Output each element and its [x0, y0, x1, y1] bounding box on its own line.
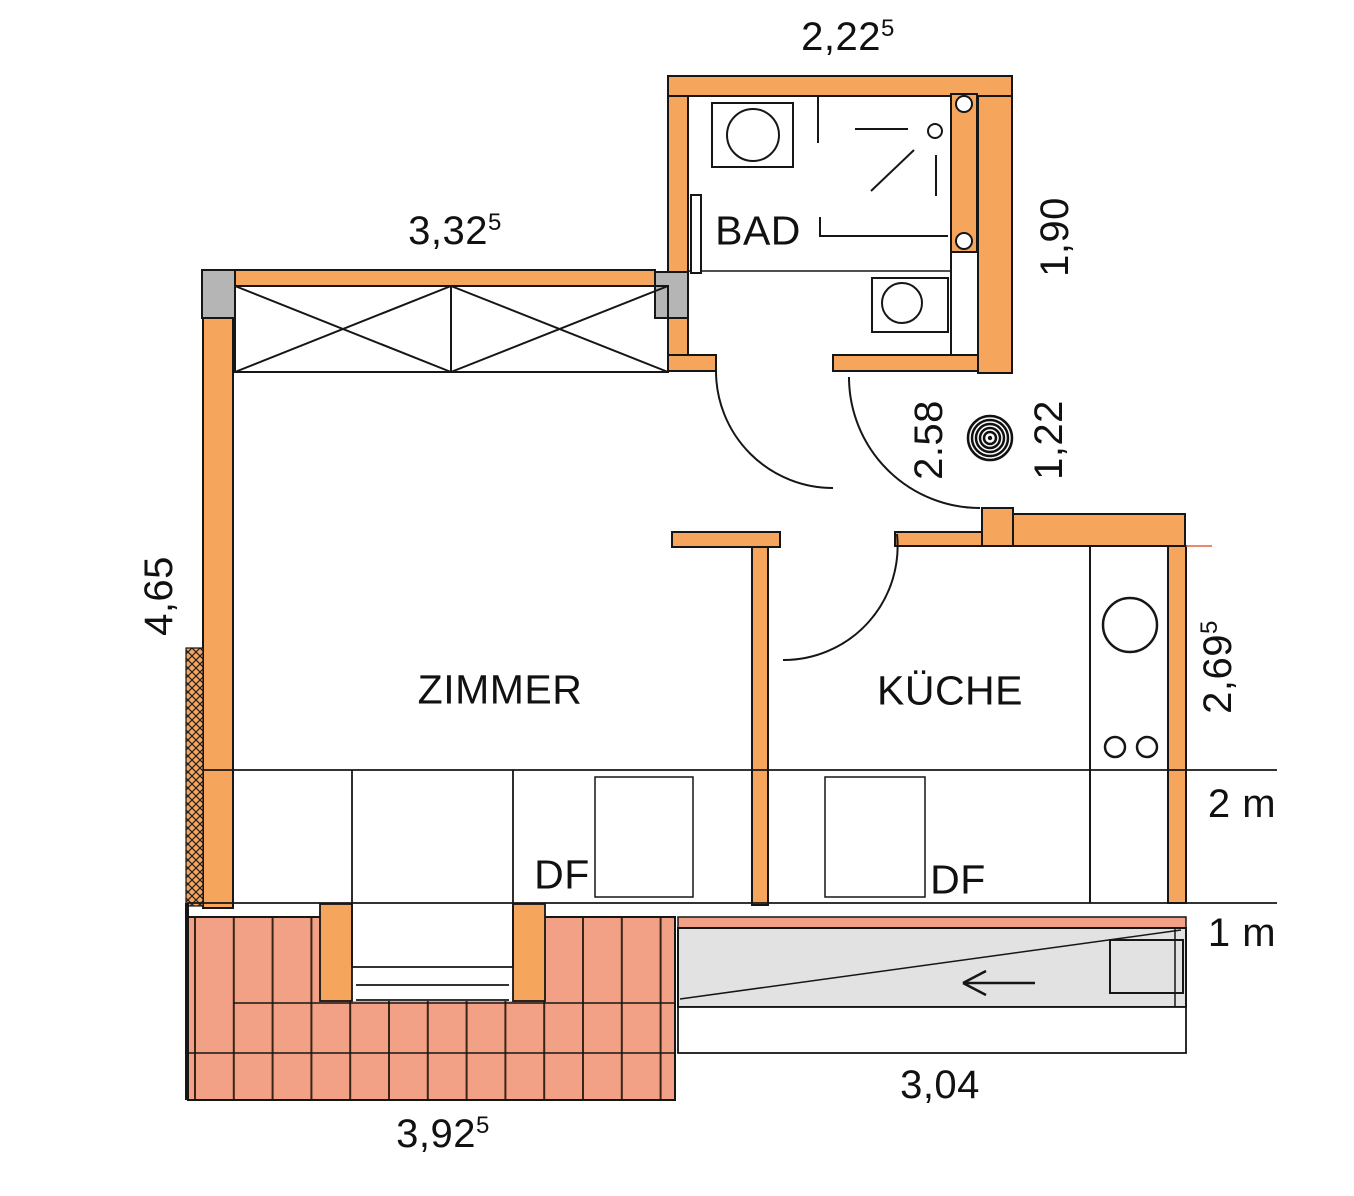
shower-head: [927, 123, 943, 139]
roof-window-right: [824, 776, 926, 898]
ramp-surface: [677, 927, 1187, 1008]
ramp-arrow: [962, 969, 1035, 997]
window-hinge-top: [955, 95, 973, 113]
divider-wall: [751, 546, 769, 906]
bad-top-wall: [667, 75, 1013, 97]
ramp-lower-band: [677, 1006, 1187, 1054]
doors: [715, 370, 981, 662]
roof-window-left: [594, 776, 694, 898]
room-label-zimmer: ZIMMER: [417, 666, 583, 713]
sink: [1101, 596, 1159, 654]
dim-hall-width: 1,22: [1027, 400, 1072, 480]
shower: [819, 123, 948, 237]
dim-wardrobe-width: 3,325: [408, 208, 502, 254]
kitchen-counter: [1089, 546, 1159, 903]
dim-zimmer-depth: 4,65: [137, 556, 182, 636]
roof-window-label-left: DF: [534, 851, 590, 898]
wardrobe-top-wall: [234, 269, 656, 287]
column-symbol: [966, 414, 1014, 462]
concrete-blocks: [201, 269, 689, 319]
kitchen-right-wall: [1167, 545, 1187, 904]
roof-windows: [594, 776, 926, 898]
door-post-left: [319, 903, 353, 1002]
dim-terrace-width: 3,925: [396, 1111, 490, 1157]
washing-machine-drum: [726, 108, 780, 162]
door-recess: [352, 904, 513, 1001]
toilet: [871, 277, 949, 333]
bad-window-sash: [950, 93, 978, 253]
door-post-right: [512, 903, 546, 1002]
wardrobe-cross: [234, 285, 669, 373]
window-hinge-bottom: [955, 232, 973, 250]
kitchen-top-wall-main: [1012, 513, 1186, 547]
entrance-door-swing: [848, 376, 981, 509]
bad-door-swing: [715, 370, 834, 489]
dim-bad-depth: 1,90: [1033, 197, 1078, 277]
cooktop-knob-right: [1135, 735, 1159, 759]
dim-bad-width: 2,225: [801, 14, 895, 60]
washing-machine: [711, 102, 794, 168]
radiator: [690, 194, 702, 274]
bad-bottom-wall-left: [667, 354, 717, 372]
room-label-bad: BAD: [715, 207, 801, 254]
ramp-landing: [1109, 939, 1184, 994]
dim-ramp-length: 3,04: [900, 1063, 980, 1108]
left-outer-wall: [202, 317, 234, 909]
shower-tray: [819, 217, 948, 237]
ramp-top-strip: [677, 916, 1187, 929]
bad-bottom-wall-right: [832, 354, 979, 372]
height-marker-2m: 2 m: [1207, 782, 1277, 826]
height-lines: [187, 769, 1277, 904]
terrace-door: [319, 770, 546, 1002]
corner-block-right: [654, 271, 689, 319]
bad-fixtures: [688, 95, 979, 356]
dim-kueche-depth: 2,695: [1195, 620, 1241, 714]
roof-window-label-right: DF: [930, 856, 986, 903]
kitchen-door-swing: [782, 533, 899, 662]
insulation-hatch: [185, 647, 204, 907]
kitchen-top-wall-step: [981, 507, 1014, 547]
ramp: [677, 916, 1187, 1054]
bad-right-wall: [977, 95, 1013, 374]
divider-stub: [671, 531, 781, 548]
cooktop-knob-left: [1103, 735, 1127, 759]
toilet-bowl: [881, 282, 923, 324]
room-label-kueche: KÜCHE: [876, 667, 1024, 714]
kitchen-top-wall-thin: [894, 531, 983, 547]
dim-hall-length: 2.58: [907, 400, 952, 480]
corner-block-left: [201, 269, 236, 319]
window-sill: [950, 251, 979, 356]
ramp-slope-line: [679, 929, 1182, 1000]
height-marker-1m: 1 m: [1207, 911, 1277, 955]
